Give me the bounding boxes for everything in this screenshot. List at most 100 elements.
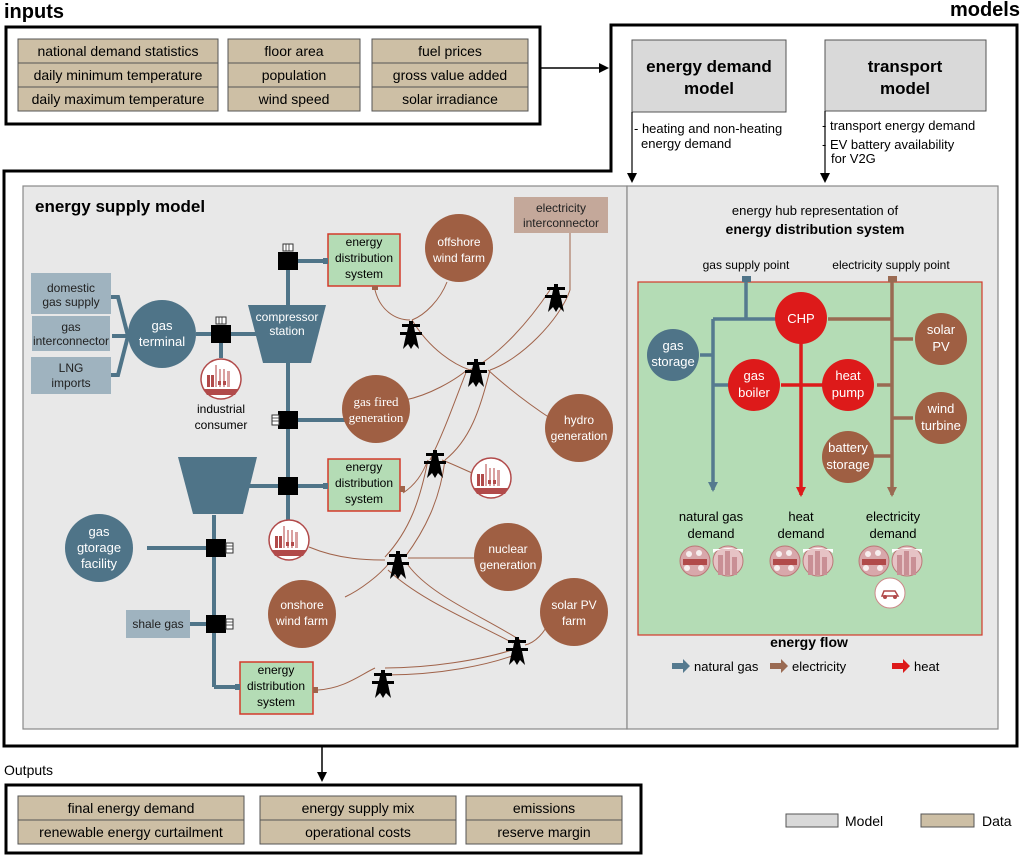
heat-pump-line1: heat <box>835 368 861 383</box>
demand-output-1: - heating and non-heating <box>634 121 782 136</box>
transport-output-1: - transport energy demand <box>822 118 975 133</box>
output-cell <box>17 795 245 821</box>
hub-title-2: energy distribution system <box>726 221 905 237</box>
domestic-gas-supply-line1: domestic <box>47 281 95 295</box>
energy-distribution-system-3[interactable]: energy distribution system <box>235 661 318 715</box>
energy-demand-model-line1: energy demand <box>646 57 772 76</box>
gas-supply-point[interactable] <box>742 276 751 282</box>
gas-terminal-line2: terminal <box>139 334 185 349</box>
output-label: renewable energy curtailment <box>39 824 223 840</box>
onshore-wind-farm-line2: wind farm <box>275 614 328 628</box>
gas-boiler-line2: boiler <box>738 385 770 400</box>
nuclear-generation[interactable] <box>474 523 542 591</box>
input-cell <box>17 38 219 64</box>
hub-electricity-lines <box>828 282 913 497</box>
natural-gas-demand-line1: natural gas <box>679 509 744 524</box>
transport-model-box[interactable] <box>824 39 987 112</box>
gas-storage-facility-line1: gas <box>89 524 110 539</box>
energy-distribution-system-1[interactable]: energy distribution system <box>323 233 401 290</box>
shale-gas[interactable] <box>126 610 190 638</box>
gas-terminal[interactable] <box>128 300 196 368</box>
offshore-wind-farm[interactable] <box>425 214 493 282</box>
input-cell <box>227 86 361 112</box>
energy-distribution-system-2[interactable]: energy distribution system <box>323 458 405 512</box>
lng-imports[interactable] <box>31 357 111 394</box>
gas-storage-facility[interactable] <box>65 514 133 582</box>
heat-pump[interactable] <box>822 359 874 411</box>
energy-supply-panel <box>22 185 628 730</box>
gas-fired-generation-line1: gas fired <box>353 394 399 409</box>
models-title: models <box>950 0 1020 21</box>
offshore-wind-farm-line1: offshore <box>437 235 480 249</box>
input-label: floor area <box>264 43 323 59</box>
battery-storage[interactable] <box>822 431 874 483</box>
hub-gas-storage[interactable] <box>647 329 699 381</box>
residential-icon <box>679 545 711 577</box>
transport-output-2: - EV battery availability <box>822 137 955 152</box>
electricity-demand-line2: demand <box>870 526 917 541</box>
electricity-interconnector[interactable] <box>514 197 608 233</box>
domestic-gas-supply[interactable] <box>31 273 111 320</box>
hydro-generation[interactable] <box>545 394 613 462</box>
gas-boiler[interactable] <box>728 359 780 411</box>
gas-boiler-line1: gas <box>744 368 765 383</box>
hub-gas-storage-line2: storage <box>651 354 694 369</box>
electricity-interconnector-line2: interconnector <box>523 216 599 230</box>
transport-output-3: for V2G <box>831 151 876 166</box>
wind-turbine[interactable] <box>915 392 967 444</box>
gas-terminal-line1: gas <box>152 318 173 333</box>
output-label: operational costs <box>305 824 411 840</box>
energy-demand-model-line2: model <box>684 79 734 98</box>
solar-pv-farm[interactable] <box>540 578 608 646</box>
domestic-gas-supply-line2: gas supply <box>42 295 99 309</box>
flow-legend-label: electricity <box>792 659 847 674</box>
input-label: daily maximum temperature <box>32 91 205 107</box>
battery-storage-line2: storage <box>826 457 869 472</box>
battery-storage-line1: battery <box>828 440 868 455</box>
input-label: fuel prices <box>418 43 482 59</box>
onshore-wind-farm[interactable] <box>268 580 336 648</box>
gas-interconnector[interactable] <box>30 314 112 353</box>
gas-fired-generation[interactable] <box>342 375 410 443</box>
eds-3-line3: system <box>257 695 295 709</box>
onshore-wind-farm-line1: onshore <box>280 598 324 612</box>
industrial-consumer-line2: consumer <box>195 418 248 432</box>
hub-solar-pv-line2: PV <box>932 339 950 354</box>
valve[interactable] <box>278 477 298 495</box>
electric-vehicle-icon <box>874 577 906 609</box>
gas-interconnector-line1: gas <box>61 320 80 334</box>
lng-imports-line2: imports <box>51 376 90 390</box>
industrial-consumer-icon[interactable] <box>200 358 242 400</box>
compressor-station[interactable] <box>248 305 326 363</box>
gas-fired-generation-line2: generation <box>349 410 404 425</box>
chp-label: CHP <box>787 311 814 326</box>
legend-model-label: Model <box>845 813 883 829</box>
legend-data-swatch <box>920 813 975 828</box>
eds-3-line2: distribution <box>247 679 305 693</box>
nuclear-generation-line1: nuclear <box>488 542 527 556</box>
input-cell <box>227 62 361 88</box>
hub-solar-pv[interactable] <box>915 313 967 365</box>
energy-demand-model-box[interactable] <box>631 39 787 113</box>
hydro-generation-line1: hydro <box>564 413 594 427</box>
hub-solar-pv-line1: solar <box>927 322 956 337</box>
energy-supply-title: energy supply model <box>35 197 205 216</box>
nuclear-generation-line2: generation <box>480 558 537 572</box>
eds-1-line1: energy <box>346 235 383 249</box>
flow-legend-label: natural gas <box>694 659 759 674</box>
power-lines <box>308 233 571 691</box>
electricity-supply-point[interactable] <box>888 276 897 282</box>
chp[interactable] <box>775 292 827 344</box>
input-cell <box>17 86 219 112</box>
commercial-icon <box>802 545 834 577</box>
eds-1-line3: system <box>345 267 383 281</box>
hub-title-1: energy hub representation of <box>732 203 899 218</box>
lng-imports-line1: LNG <box>59 361 84 375</box>
industrial-consumer-icon[interactable] <box>268 519 310 561</box>
industrial-consumer-icon[interactable] <box>470 457 512 499</box>
compressor-unlabeled[interactable] <box>178 457 257 514</box>
